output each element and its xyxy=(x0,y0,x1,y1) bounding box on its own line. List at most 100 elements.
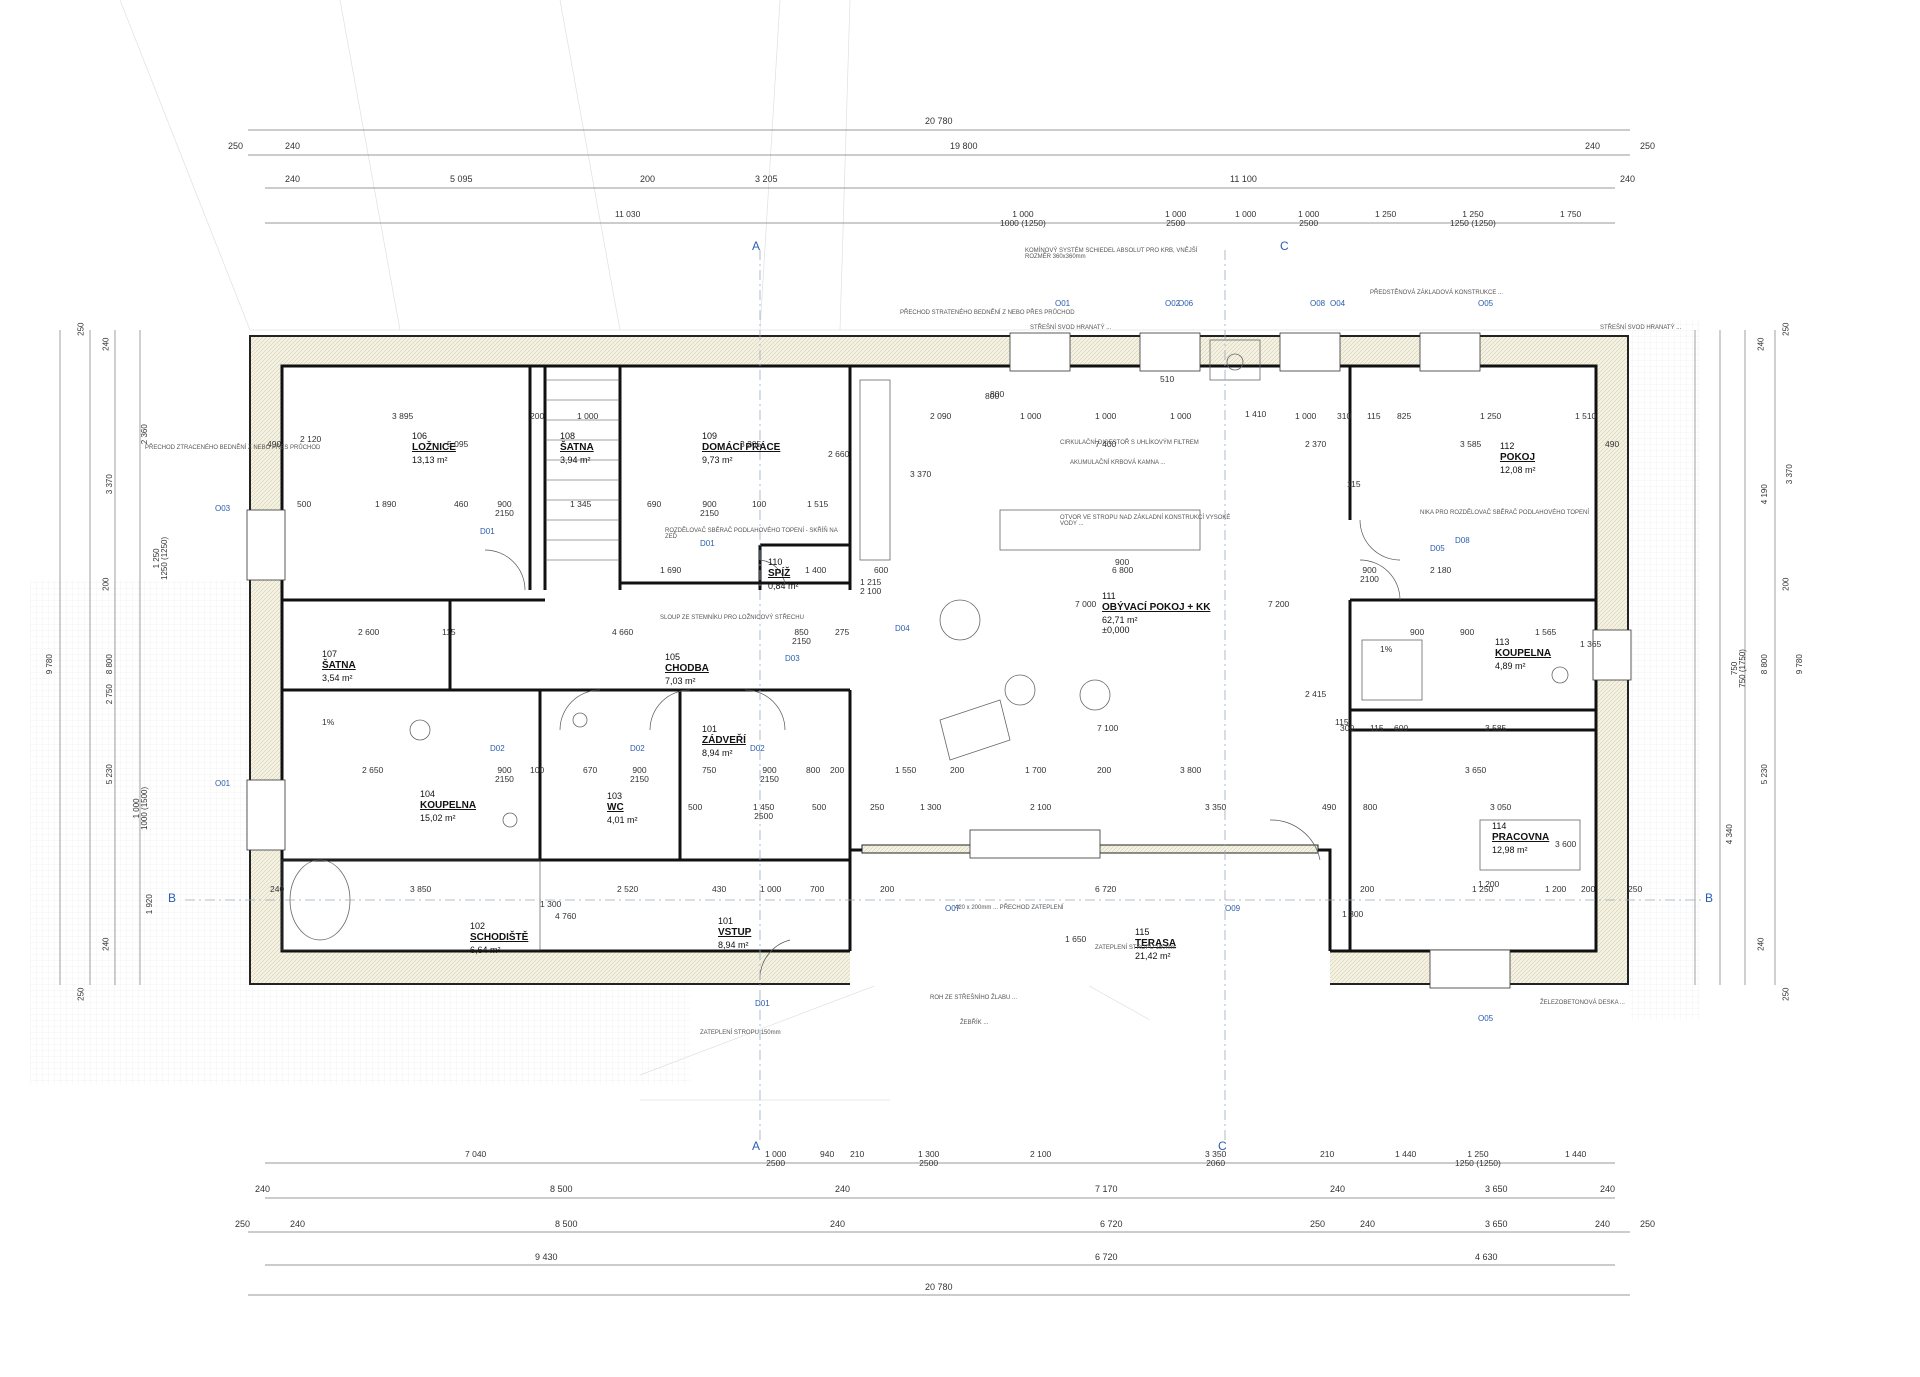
element-tag: O01 xyxy=(215,779,231,788)
dim-inner: 4 760 xyxy=(555,911,577,921)
windows xyxy=(246,332,1632,989)
dim-inner: 1 250 xyxy=(1480,411,1502,421)
dim-inner: 500 xyxy=(812,802,827,812)
drawing-note: ZATEPLENÍ STROPU 150mm xyxy=(1095,945,1176,951)
dim-right: 250 xyxy=(1781,987,1791,1001)
element-tag: D02 xyxy=(750,744,765,753)
dim-inner: 2 120 xyxy=(300,434,322,444)
dim-top-r4: 1 250 1250 (1250) xyxy=(1450,209,1496,228)
dim-bottom-r2: 240 xyxy=(1330,1184,1346,1194)
drawing-note: PŘEDSTĚNOVÁ ZÁKLADOVÁ KONSTRUKCE ... xyxy=(1370,290,1504,296)
dim-inner: 3 585 xyxy=(1485,723,1507,733)
room-area: 8,94 m² xyxy=(702,748,733,758)
room-number: 115 xyxy=(1135,927,1150,937)
dim-inner: 300 xyxy=(1340,723,1355,733)
room-area: 4,89 m² xyxy=(1495,661,1526,671)
dim-inner: 240 xyxy=(270,884,285,894)
dim-inner: 115 xyxy=(1367,411,1381,421)
dim-bottom-r3: 240 xyxy=(1360,1219,1376,1229)
element-tag: O05 xyxy=(1478,299,1494,308)
dim-bottom-r3: 6 720 xyxy=(1100,1219,1123,1229)
kitchen-island xyxy=(999,509,1201,551)
shower-icon xyxy=(1551,666,1569,684)
room-name: SPÍŽ xyxy=(768,568,791,579)
dim-overall-top: 20 780 xyxy=(925,116,953,126)
dim-bottom-r1: 940 xyxy=(820,1149,835,1159)
drawing-note: PŘECHOD STRATENÉHO BEDNĚNÍ Z NEBO PŘES P… xyxy=(900,310,1075,316)
dim-inner: 1 550 xyxy=(895,765,917,775)
dim-inner: 2 100 xyxy=(1030,802,1052,812)
drawing-note: OTVOR VE STROPU NAD ZÁKLADNÍ KONSTRUKCÍ … xyxy=(1060,515,1231,528)
drawing-note: ROZDĚLOVAČ SBĚRAČ PODLAHOVÉHO TOPENÍ - S… xyxy=(665,528,838,541)
dim-top-r4: 1 000 1000 (1250) xyxy=(1000,209,1046,228)
drawing-note: ROH ZE STŘEŠNÍHO ŽLABU ... xyxy=(930,995,1018,1001)
dim-left: 240 xyxy=(101,937,111,951)
room-area: 7,03 m² xyxy=(665,676,696,686)
element-tag: D01 xyxy=(480,527,495,536)
element-tag: O03 xyxy=(215,504,231,513)
dim-inner: 3 205 xyxy=(740,439,762,449)
dim-inner: 250 xyxy=(870,802,885,812)
drawing-note: SLOUP ZE STEMNÍKU PRO LOŽNICOVÝ STŘECHU xyxy=(660,615,804,621)
dim-inner: 115 xyxy=(1335,717,1349,727)
dim-inner: 1 650 xyxy=(1065,934,1087,944)
dim-top-r2: 250 xyxy=(228,141,244,151)
section-mark-b: B xyxy=(1705,891,1714,905)
level-mark: ±0,000 xyxy=(1102,625,1130,635)
dim-inner: 1 000 xyxy=(577,411,599,421)
element-tag: D01 xyxy=(700,539,715,548)
room-number: 108 xyxy=(560,431,576,441)
dim-inner: 900 2150 xyxy=(630,765,649,784)
dim-inner: 1 000 xyxy=(1095,411,1117,421)
dim-inner: 1 000 xyxy=(1295,411,1317,421)
dim-inner: 1 400 xyxy=(805,565,827,575)
room-name: CHODBA xyxy=(665,663,709,674)
room-number: 103 xyxy=(607,791,623,801)
element-tag: D04 xyxy=(895,624,910,633)
sofa-icon xyxy=(939,699,1011,761)
dim-inner: 7 000 xyxy=(1075,599,1097,609)
room-area: 0,84 m² xyxy=(768,581,799,591)
dim-right: 250 xyxy=(1781,322,1791,336)
site-paving-right xyxy=(1630,320,1700,1020)
dim-inner: 460 xyxy=(454,499,469,509)
dim-right: 200 xyxy=(1781,577,1791,591)
dim-inner: 1 565 xyxy=(1535,627,1557,637)
room-area: 3,54 m² xyxy=(322,673,353,683)
chimney-icon xyxy=(1226,353,1244,371)
dim-right: 240 xyxy=(1756,937,1766,951)
room-area: 21,42 m² xyxy=(1135,951,1171,961)
dim-top-r2: 250 xyxy=(1640,141,1656,151)
dim-bottom-r1: 7 040 xyxy=(465,1149,487,1159)
dim-left: 1 000 1000 (1500) xyxy=(132,786,150,830)
dim-bottom-r4: 4 630 xyxy=(1475,1252,1498,1262)
dim-overall-bottom: 20 780 xyxy=(925,1282,953,1292)
dim-inner: 200 xyxy=(830,765,845,775)
room-name: OBÝVACÍ POKOJ + KK xyxy=(1102,602,1211,613)
dim-inner: 900 2150 xyxy=(700,499,719,518)
dim-inner: 800 xyxy=(1363,802,1378,812)
room-area: 13,13 m² xyxy=(412,455,448,465)
section-mark-c: C xyxy=(1280,239,1289,253)
dim-inner: 800 xyxy=(990,389,1005,399)
dim-left: 1 920 xyxy=(144,894,154,915)
drawing-note: STŘEŠNÍ SVOD HRANATÝ ... xyxy=(1030,325,1112,331)
drawing-note: CIRKULAČNÍ DIGESTOŘ S UHLÍKOVÝM FILTREM xyxy=(1060,440,1199,446)
dim-inner: 200 xyxy=(1097,765,1112,775)
dim-bottom-r2: 240 xyxy=(1600,1184,1616,1194)
dim-inner: 250 xyxy=(1628,884,1643,894)
dim-inner: 100 xyxy=(530,765,545,775)
dim-inner: 1 300 xyxy=(1342,909,1364,919)
room-area: 8,94 m² xyxy=(718,940,749,950)
dim-inner: 2 370 xyxy=(1305,439,1327,449)
dim-inner: 5 095 xyxy=(447,439,469,449)
dim-left: 250 xyxy=(76,987,86,1001)
toilet-icon xyxy=(502,812,518,828)
fixtures xyxy=(289,339,1581,941)
dim-inner: 1 410 xyxy=(1245,409,1267,419)
dim-bottom-r2: 3 650 xyxy=(1485,1184,1508,1194)
room-number: 110 xyxy=(768,557,783,567)
dim-left: 5 230 xyxy=(104,764,114,785)
dim-inner: 600 xyxy=(1394,723,1409,733)
dim-left: 8 800 xyxy=(104,654,114,675)
